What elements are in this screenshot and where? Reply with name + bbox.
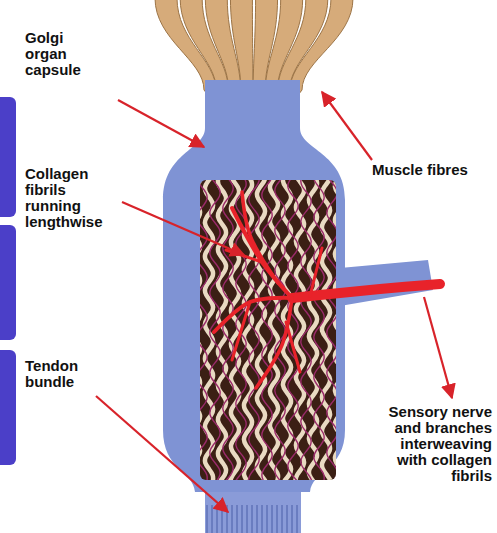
nerve-branch (256, 298, 292, 388)
collagen-fibril-thin (275, 180, 285, 480)
nerve-branch (286, 322, 300, 372)
nerve-branch (310, 248, 322, 296)
tendon-stripe (252, 505, 253, 533)
tendon-stripes (207, 505, 297, 533)
side-bar (0, 225, 16, 340)
tendon-stripe (242, 505, 243, 533)
tendon-stripe (207, 505, 208, 533)
tendon-stripe (227, 505, 228, 533)
leader-line (122, 202, 244, 255)
nerve-branch (214, 298, 292, 332)
collagen-fibril-thin (301, 180, 312, 480)
collagen-fibril (309, 180, 317, 480)
side-bars (0, 97, 16, 465)
tendon-stripe (277, 505, 278, 533)
leader-line (424, 297, 452, 398)
tendon-stripe (212, 505, 213, 533)
callout-label: Tendon bundle (25, 358, 97, 390)
collagen-fibril-thin (313, 180, 324, 480)
tendon-stripe (287, 505, 288, 533)
tendon-stripe (237, 505, 238, 533)
tendon-stripe (257, 505, 258, 533)
sensory-nerve (214, 192, 440, 388)
nerve-branch (226, 250, 262, 262)
callout-label: Collagen fibrils running lengthwise (25, 166, 117, 230)
tendon-stripe (217, 505, 218, 533)
collagen-fibril-thin (223, 180, 233, 480)
leader-line (96, 396, 228, 512)
collagen-fibrils (200, 180, 336, 480)
leader-lines (96, 92, 452, 512)
leader-line (118, 100, 204, 147)
callout-label: Muscle fibres (372, 162, 496, 178)
capsule (163, 80, 345, 492)
tendon-stripe (232, 505, 233, 533)
tendon-stripe (222, 505, 223, 533)
collagen-fibril-thin (262, 180, 273, 480)
nerve-branch (232, 302, 250, 360)
tendon-stripe (267, 505, 268, 533)
leader-line (322, 92, 372, 160)
tendon-stripe (292, 505, 293, 533)
callout-label: Golgi organ capsule (25, 30, 97, 78)
tendon-stripe (282, 505, 283, 533)
nerve-branch (292, 284, 440, 298)
nerve-branch (242, 192, 278, 283)
collagen-fibril-thin (248, 180, 259, 480)
tendon-stripe (272, 505, 273, 533)
callout-label: Sensory nerve and branches interweaving … (376, 404, 492, 484)
tendon-stripe (297, 505, 298, 533)
side-bar (0, 97, 16, 217)
collagen-fibril-thin (200, 180, 207, 480)
collagen-fibril-thin (326, 180, 336, 480)
tendon-stripe (262, 505, 263, 533)
tendon-stripe (247, 505, 248, 533)
side-bar (0, 350, 16, 465)
collagen-fibril (335, 180, 336, 480)
